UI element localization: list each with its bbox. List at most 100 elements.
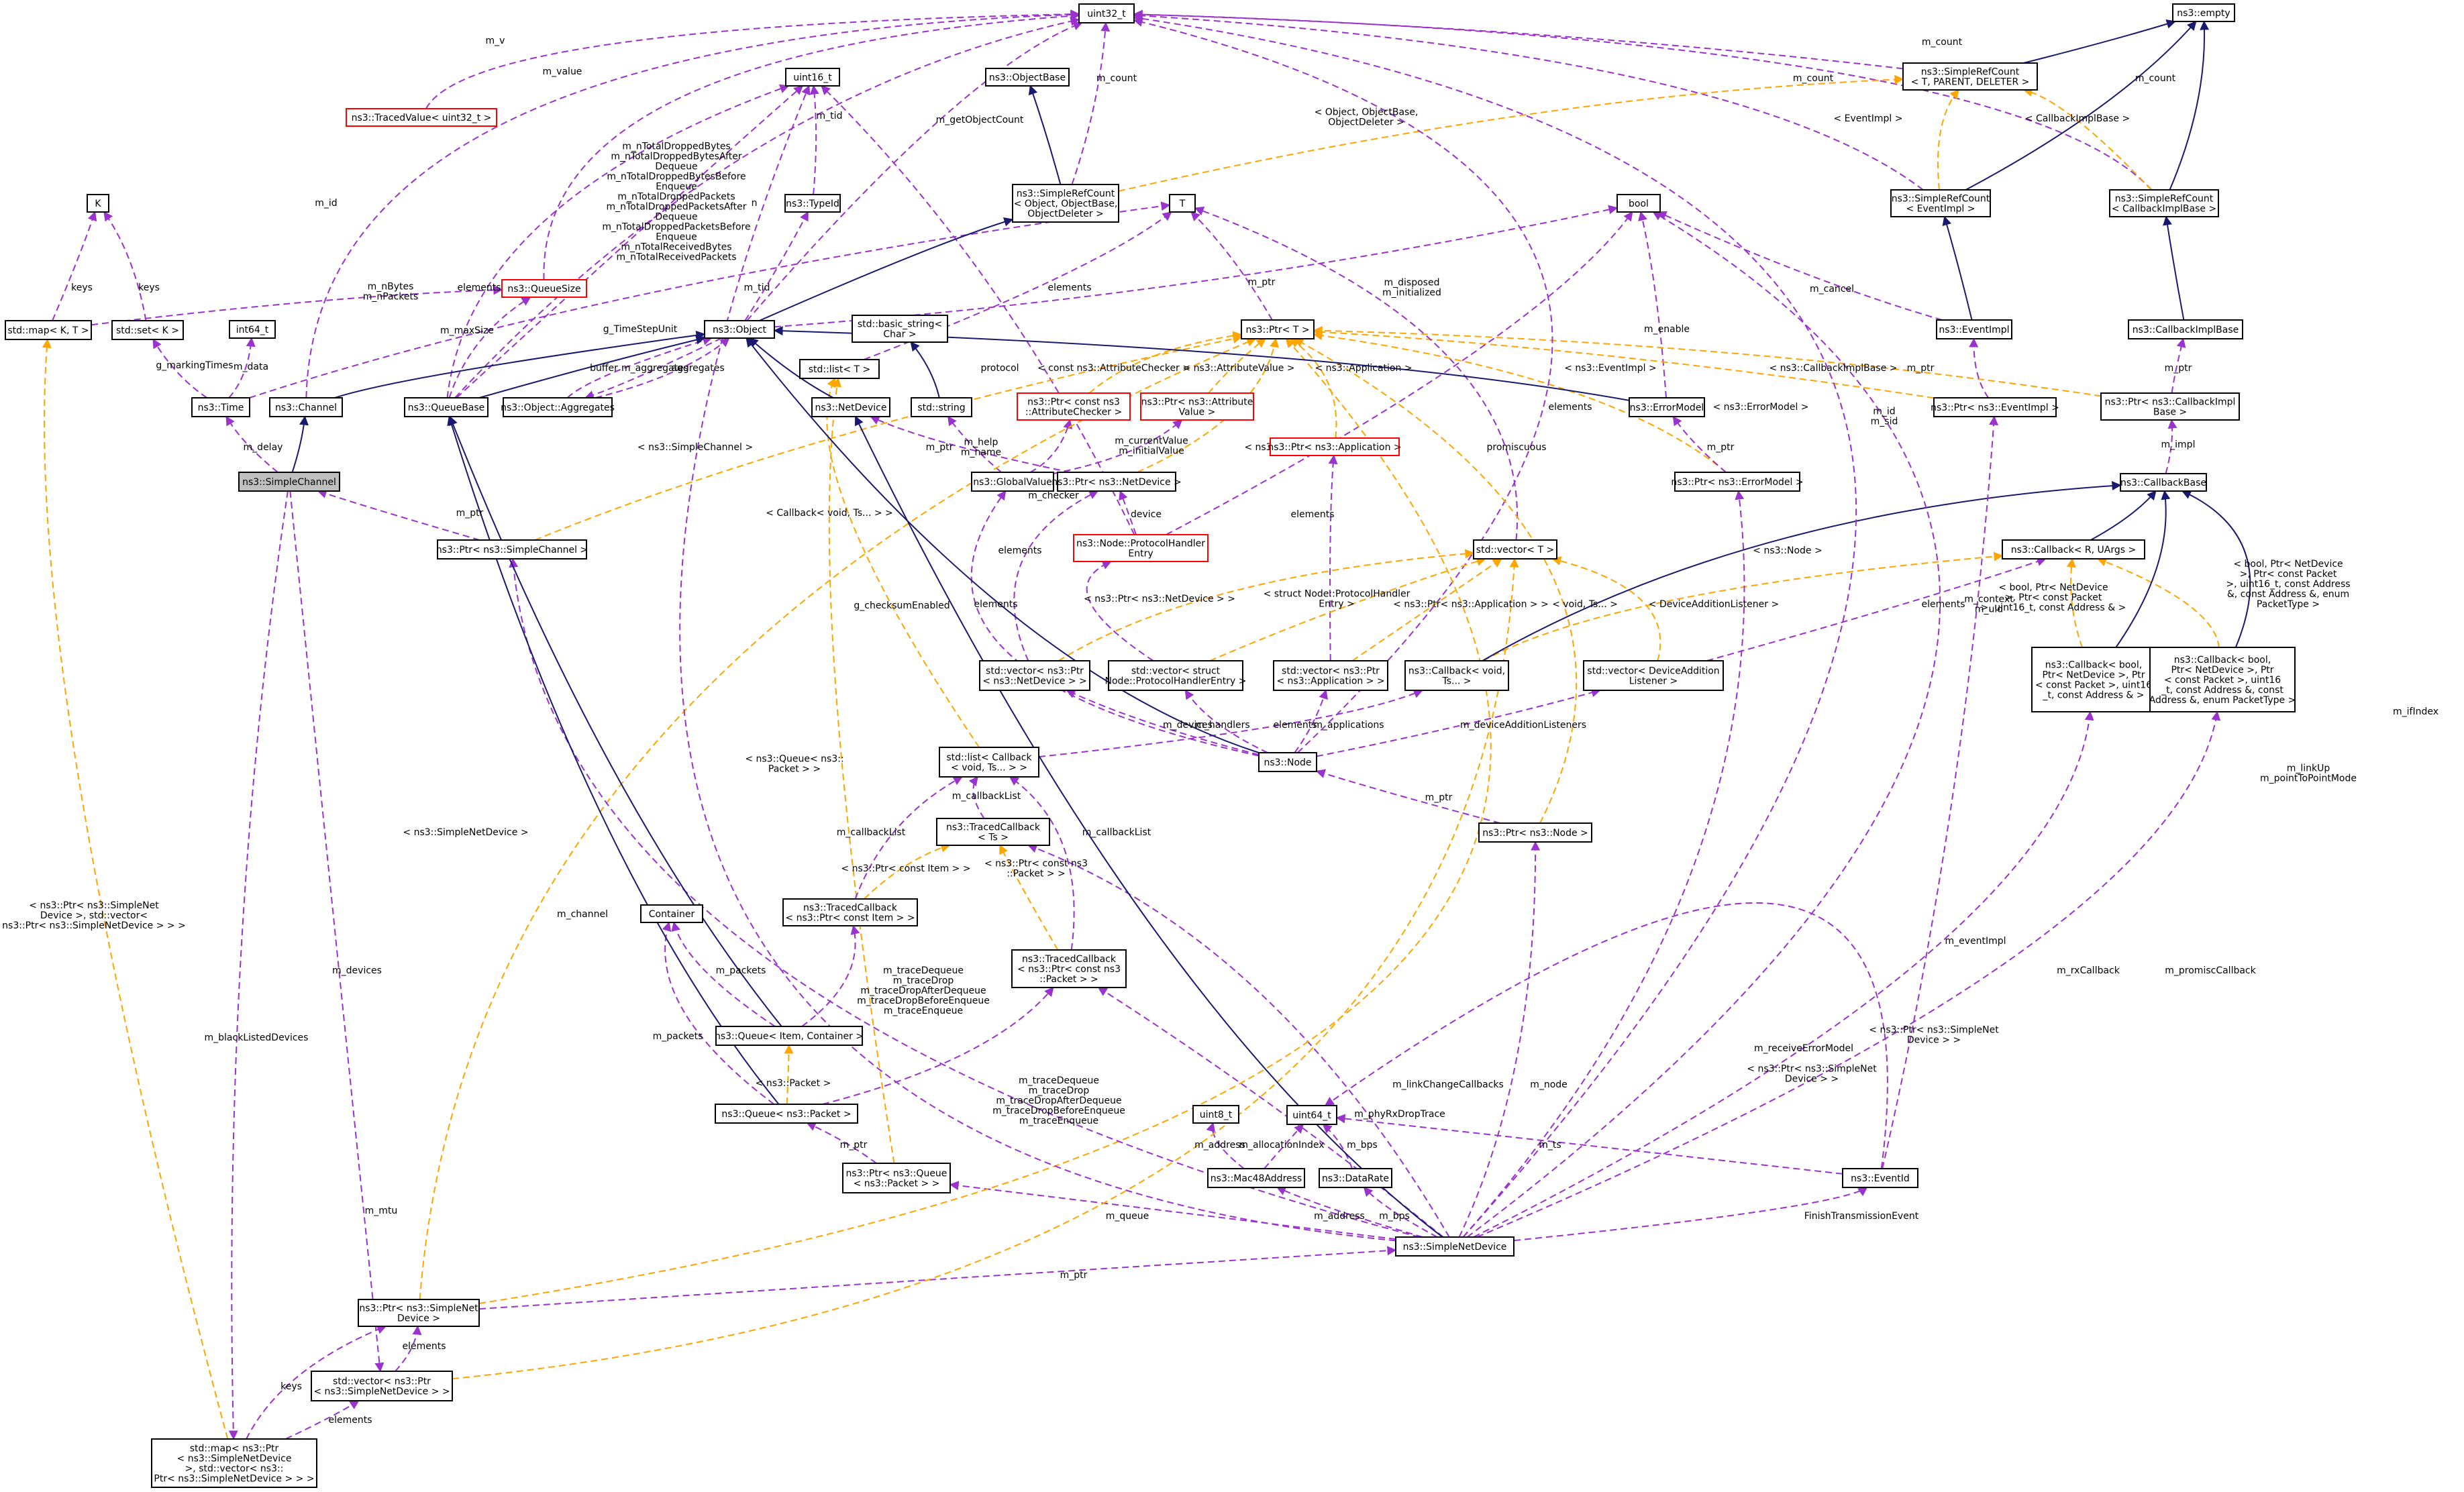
class-node-list-callback[interactable]: std::list< Callback< void, Ts... > > (939, 747, 1039, 778)
class-node-simple-net-device[interactable]: ns3::SimpleNetDevice (1395, 1236, 1515, 1257)
class-node-vec-ptr-app[interactable]: std::vector< ns3::Ptr< ns3::Application … (1273, 660, 1388, 691)
class-name: ns3::Ptr< ns3::Application > (1268, 442, 1401, 453)
class-node-ptr-application[interactable]: ns3::Ptr< ns3::Application > (1268, 437, 1402, 456)
edge-label-line: elements (1290, 509, 1334, 520)
class-node-traced-cb-ts[interactable]: ns3::TracedCallback< Ts > (936, 818, 1050, 846)
class-node-std-string[interactable]: std::string (911, 397, 972, 417)
class-node-traced-value[interactable]: ns3::TracedValue< uint32_t > (346, 108, 497, 127)
class-node-callback-r-uargs[interactable]: ns3::Callback< R, UArgs > (2002, 539, 2145, 560)
class-box (842, 1163, 951, 1193)
class-node-srefcount-event[interactable]: ns3::SimpleRefCount< EventImpl > (1890, 189, 1991, 217)
class-node-vec-dev-add[interactable]: std::vector< DeviceAdditionListener > (1583, 660, 1724, 691)
class-node-queue-base[interactable]: ns3::QueueBase (404, 397, 489, 417)
class-node-typeid[interactable]: ns3::TypeId (784, 194, 841, 213)
class-node-callback-bool1[interactable]: ns3::Callback< bool,Ptr< NetDevice >, Pt… (2031, 647, 2156, 712)
class-node-std-list-t[interactable]: std::list< T > (799, 359, 880, 379)
edge-line (448, 297, 531, 398)
class-node-ptr-netdevice[interactable]: ns3::Ptr< ns3::NetDevice > (1051, 472, 1182, 492)
class-node-srefcount-obj[interactable]: ns3::SimpleRefCount< Object, ObjectBase,… (1012, 184, 1119, 223)
class-node-srefcount-cb[interactable]: ns3::SimpleRefCount< CallbackImplBase > (2109, 189, 2219, 217)
class-node-object-aggregates[interactable]: ns3::Object::Aggregates (501, 397, 615, 417)
class-box (911, 397, 972, 417)
edge-list_callback-to-callback_void_ts (1038, 689, 1423, 758)
class-node-int64-t[interactable]: int64_t (229, 320, 276, 339)
class-node-ns3-channel[interactable]: ns3::Channel (269, 397, 343, 417)
class-node-simple-channel[interactable]: ns3::SimpleChannel (238, 472, 340, 492)
class-name: ns3::SimpleNetDevice (1403, 1242, 1507, 1253)
class-node-protocol-handler[interactable]: ns3::Node::ProtocolHandlerEntry (1073, 534, 1209, 562)
class-node-K[interactable]: K (87, 194, 109, 213)
class-node-bool[interactable]: bool (1616, 194, 1661, 213)
class-node-uint16-t[interactable]: uint16_t (785, 68, 840, 87)
class-node-map-ptr-snd[interactable]: std::map< ns3::Ptr< ns3::SimpleNetDevice… (151, 1438, 317, 1488)
class-node-vec-ptr-netdevice[interactable]: std::vector< ns3::Ptr< ns3::NetDevice > … (979, 660, 1090, 691)
edge-simple_net_device-to-event_id (1513, 1187, 1868, 1242)
edge-map_ptr_snd-to-ptr_snd (246, 1325, 387, 1440)
class-node-callback-bool2[interactable]: ns3::Callback< bool,Ptr< NetDevice >, Pt… (2149, 647, 2296, 712)
class-node-std-set-k[interactable]: std::set< K > (111, 320, 184, 340)
class-node-ptr-t[interactable]: ns3::Ptr< T > (1241, 319, 1315, 339)
class-node-T[interactable]: T (1169, 194, 1196, 213)
class-box (501, 279, 587, 298)
class-node-queue-item[interactable]: ns3::Queue< Item, Container > (715, 1026, 864, 1046)
class-node-std-vector-t[interactable]: std::vector< T > (1473, 539, 1557, 560)
class-node-ns3-node[interactable]: ns3::Node (1258, 752, 1317, 772)
class-node-std-map-kt[interactable]: std::map< K, T > (5, 320, 92, 340)
edge-simple_net_device-to-traced_cb_packet (1097, 987, 1444, 1238)
class-node-basic-string[interactable]: std::basic_string<Char > (852, 315, 948, 343)
class-node-object-base[interactable]: ns3::ObjectBase (985, 68, 1070, 87)
class-node-ptr-node[interactable]: ns3::Ptr< ns3::Node > (1478, 822, 1592, 843)
class-box (437, 539, 587, 560)
class-node-event-impl[interactable]: ns3::EventImpl (1936, 319, 2012, 339)
class-node-callback-base[interactable]: ns3::CallbackBase (2120, 473, 2207, 492)
class-node-callback-void-ts[interactable]: ns3::Callback< void,Ts... > (1404, 660, 1509, 691)
class-node-ptr-simple-channel[interactable]: ns3::Ptr< ns3::SimpleChannel > (436, 539, 588, 560)
edge-simple_net_device-to-ptr_queue (949, 1181, 1396, 1240)
class-node-global-value[interactable]: ns3::GlobalValue (971, 472, 1054, 492)
edge-label-line: m_nTotalDroppedBytesAfter (611, 152, 741, 162)
class-node-data-rate[interactable]: ns3::DataRate (1319, 1168, 1392, 1188)
class-node-ns3-object[interactable]: ns3::Object (704, 320, 775, 339)
class-node-ptr-attr-checker[interactable]: ns3::Ptr< const ns3::AttributeChecker > (1017, 392, 1131, 421)
edge-line (1027, 843, 1450, 1238)
edge-label-line: m_ifIndex (2393, 706, 2439, 717)
class-node-uint64-t[interactable]: uint64_t (1286, 1105, 1337, 1125)
class-node-ptr-cb-impl[interactable]: ns3::Ptr< ns3::CallbackImplBase > (2100, 392, 2240, 421)
class-node-mac48[interactable]: ns3::Mac48Address (1207, 1168, 1305, 1188)
class-name: ns3::Queue< ns3::Packet > (721, 1109, 851, 1120)
class-node-uint32-t[interactable]: uint32_t (1078, 3, 1135, 23)
class-name: uint8_t (1200, 1110, 1233, 1120)
class-node-net-device[interactable]: ns3::NetDevice (811, 397, 890, 417)
class-name: < CallbackImplBase > (2112, 204, 2216, 215)
class-node-ptr-queue[interactable]: ns3::Ptr< ns3::Queue< ns3::Packet > > (842, 1163, 951, 1193)
class-node-error-model[interactable]: ns3::ErrorModel (1629, 397, 1705, 417)
class-box (1108, 660, 1243, 691)
edge-global_value-to-ptr_attr_checker (1029, 419, 1073, 473)
class-node-ptr-attr-value[interactable]: ns3::Ptr< ns3::AttributeValue > (1140, 392, 1254, 421)
class-node-uint8-t[interactable]: uint8_t (1192, 1105, 1239, 1124)
class-node-ns3-empty[interactable]: ns3::empty (2172, 3, 2235, 22)
class-node-ptr-error-model[interactable]: ns3::Ptr< ns3::ErrorModel > (1671, 472, 1804, 492)
class-node-ptr-event-impl[interactable]: ns3::Ptr< ns3::EventImpl > (1931, 397, 2059, 417)
class-node-traced-cb-item[interactable]: ns3::TracedCallback< ns3::Ptr< const Ite… (782, 898, 918, 926)
edge-label-line: >, uint16_t, const Address (2226, 579, 2350, 590)
class-box (311, 1371, 453, 1401)
edge-line (305, 9, 1080, 398)
edge-label: m_linkChangeCallbacks (1392, 1079, 1504, 1090)
class-node-event-id[interactable]: ns3::EventId (1842, 1168, 1918, 1188)
class-node-callback-impl-base[interactable]: ns3::CallbackImplBase (2128, 319, 2243, 339)
class-node-container[interactable]: Container (640, 904, 703, 923)
class-node-ns3-time[interactable]: ns3::Time (191, 397, 250, 417)
class-node-vec-ptr-snd[interactable]: std::vector< ns3::Ptr< ns3::SimpleNetDev… (311, 1371, 453, 1401)
class-name: std::string (917, 403, 965, 413)
class-node-srefcount-tpd[interactable]: ns3::SimpleRefCount< T, PARENT, DELETER … (1902, 62, 2038, 91)
class-node-traced-cb-packet[interactable]: ns3::TracedCallback< ns3::Ptr< const ns3… (1011, 949, 1127, 988)
class-name: ns3::TracedCallback (803, 903, 898, 914)
class-node-vec-handler[interactable]: std::vector< structNode::ProtocolHandler… (1105, 660, 1247, 691)
class-node-ptr-snd[interactable]: ns3::Ptr< ns3::SimpleNetDevice > (358, 1299, 480, 1327)
edge-srefcount_obj-to-object_base (1028, 85, 1062, 185)
class-node-queue-packet[interactable]: ns3::Queue< ns3::Packet > (715, 1104, 858, 1124)
class-node-queue-size[interactable]: ns3::QueueSize (501, 279, 587, 298)
edge-label-line: Device > > (1785, 1074, 1839, 1085)
